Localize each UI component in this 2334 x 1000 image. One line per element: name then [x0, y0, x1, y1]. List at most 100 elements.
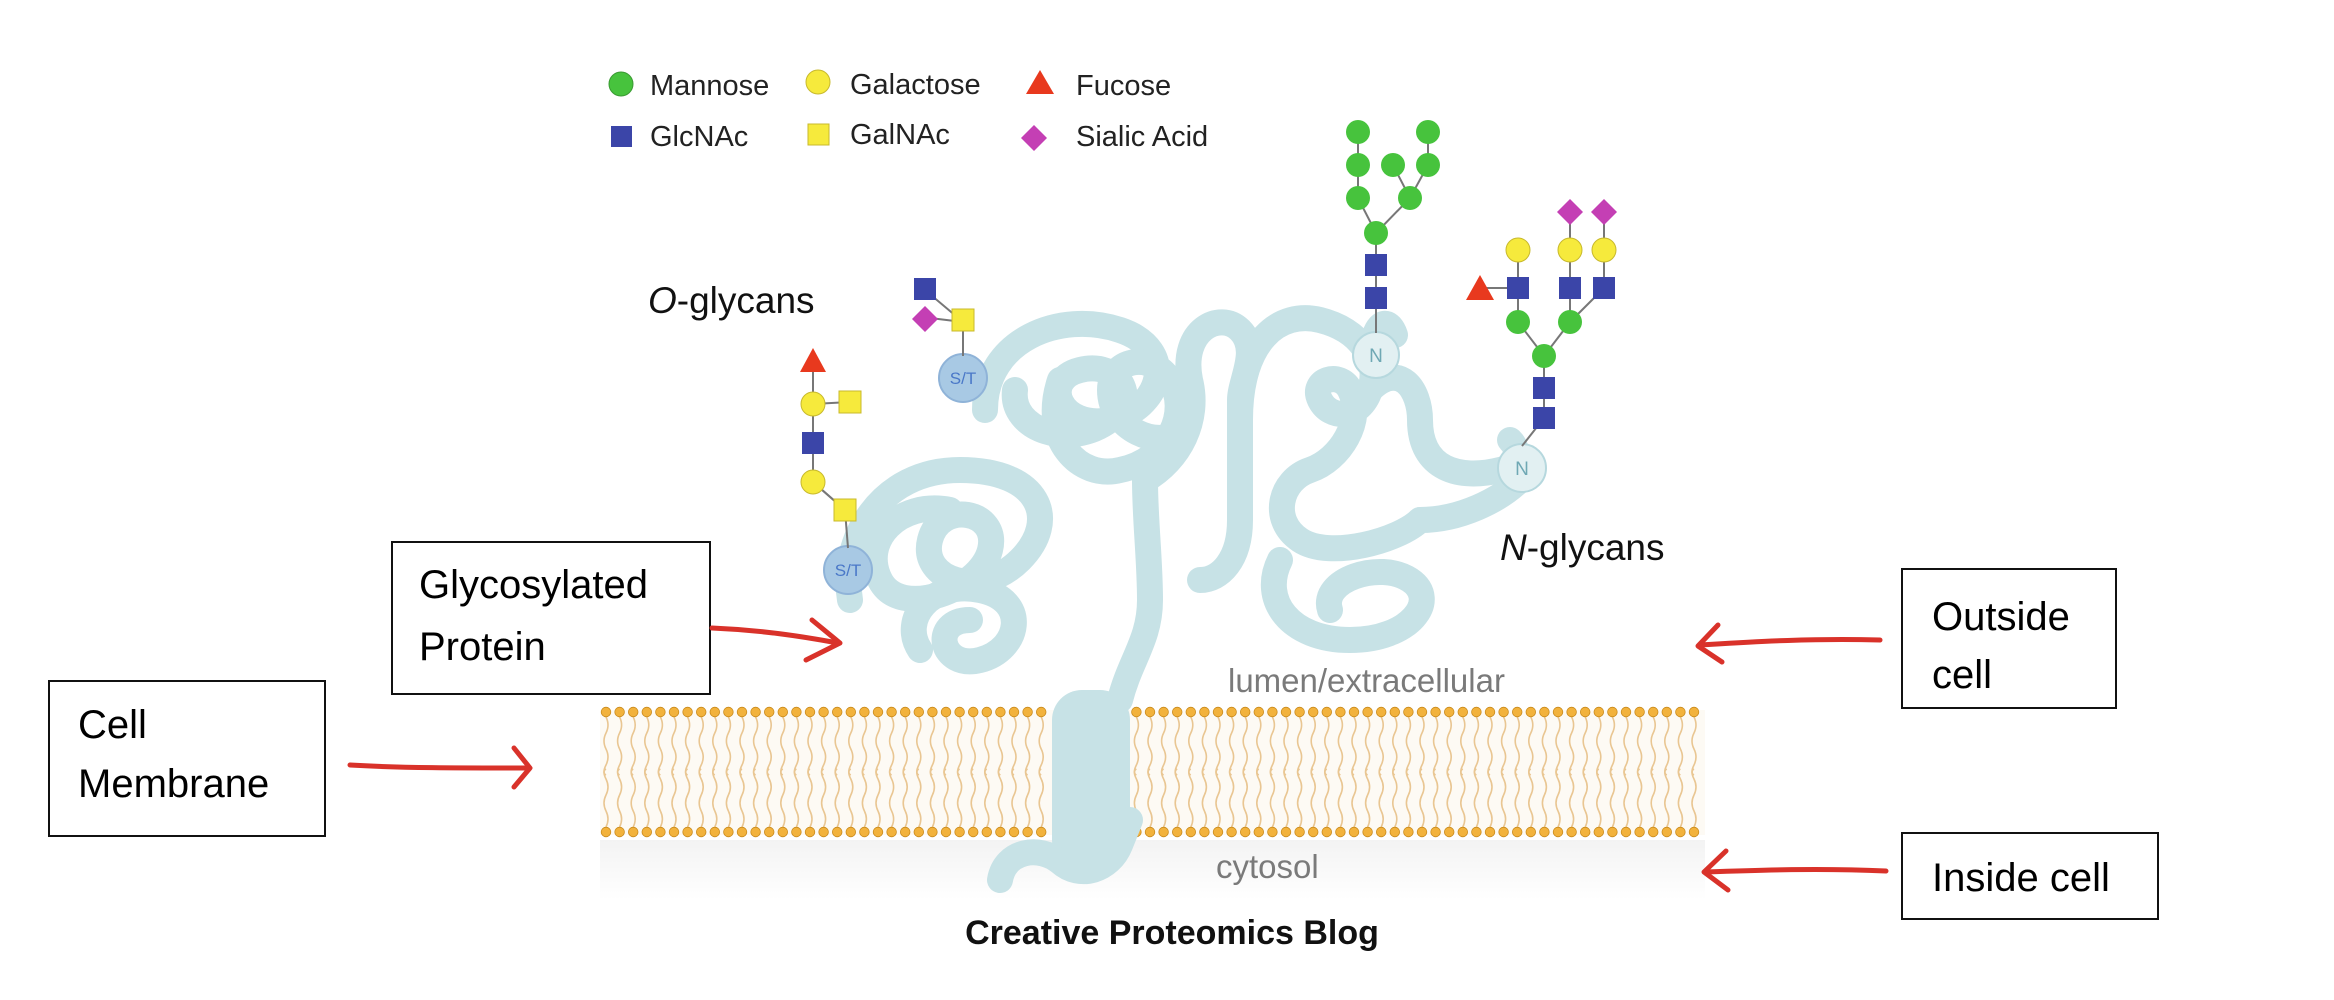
lipid-head	[696, 706, 707, 718]
lipid-tail	[1351, 768, 1357, 828]
lipid-head	[1457, 706, 1469, 718]
lipid-head	[1321, 826, 1333, 838]
mannose-symbol-icon	[1381, 153, 1405, 177]
lipid-tail	[1269, 716, 1276, 776]
lipid-head	[600, 826, 612, 838]
lipid-head	[614, 826, 625, 838]
lipid-tail	[929, 716, 936, 776]
legend-label-sialic-acid: Sialic Acid	[1076, 121, 1208, 153]
legend-label-galactose: Galactose	[850, 69, 981, 101]
lipid-head	[1280, 826, 1292, 838]
lipid-tail	[1242, 768, 1248, 828]
galnac-symbol-icon	[807, 123, 830, 146]
lipid-tail	[698, 716, 704, 776]
outside-cell-frame	[1901, 568, 2117, 709]
lipid-tail	[1555, 768, 1561, 828]
lipid-head	[832, 826, 843, 838]
lipid-tail	[657, 716, 664, 776]
lipid-head	[1443, 826, 1455, 838]
lipid-tail	[1337, 768, 1344, 828]
lipid-head	[1484, 706, 1496, 718]
lipid-head	[1348, 706, 1360, 718]
lipid-tail	[1337, 716, 1344, 776]
lipid-head	[886, 826, 897, 838]
legend-item-fucose: Fucose	[1026, 70, 1171, 102]
lipid-tail	[1582, 768, 1588, 828]
lipid-head	[791, 826, 802, 838]
lipid-tail	[1405, 768, 1412, 828]
lipid-head	[1675, 826, 1686, 838]
lipid-head	[736, 706, 748, 718]
sialic-acid-symbol-icon	[1591, 199, 1617, 225]
protein-coil-top-connector	[1132, 309, 1262, 593]
inside-cell-line-1: Inside cell	[1932, 856, 2110, 900]
mannose-symbol-icon	[1416, 120, 1440, 144]
mannose-symbol-icon	[1346, 153, 1370, 177]
lipid-head	[845, 706, 857, 718]
lipid-tail	[1283, 768, 1289, 828]
legend-item-mannose: Mannose	[608, 70, 769, 102]
lipid-tail	[1283, 716, 1289, 776]
lipid-head	[900, 706, 911, 718]
lipid-tail	[671, 716, 677, 776]
lipid-tail	[793, 768, 800, 828]
mannose-symbol-icon	[608, 71, 634, 97]
lipid-head	[1008, 706, 1020, 718]
lipid-tail	[793, 716, 800, 776]
lipid-tails	[603, 716, 1697, 828]
lipid-head	[1171, 706, 1183, 718]
lipid-tail	[1024, 768, 1031, 828]
legend-item-galnac: GalNAc	[807, 119, 950, 151]
lipid-head	[913, 706, 925, 718]
lipid-head	[655, 706, 666, 718]
o-glycan-chain-1	[800, 348, 862, 549]
lipid-head	[641, 706, 653, 718]
lipid-tail	[834, 716, 840, 776]
lipid-head	[682, 706, 693, 718]
lipid-tail	[712, 716, 718, 776]
legend-item-sialic-acid: Sialic Acid	[1021, 121, 1208, 153]
lipid-head	[1158, 826, 1169, 838]
annotation-arrows	[347, 617, 1889, 893]
outside-cell-line-1: Outside	[1932, 595, 2070, 639]
lipid-tail	[1160, 768, 1167, 828]
lipid-bilayer	[600, 706, 1705, 838]
n-glycan-chain-1	[1346, 120, 1440, 333]
lipid-tail	[739, 768, 745, 828]
lipid-tail	[698, 768, 704, 828]
lipid-head	[872, 706, 884, 718]
lipid-tail	[1691, 768, 1697, 828]
protein-coil-to-n-site	[1357, 364, 1530, 487]
lipid-tail	[1310, 716, 1316, 776]
lipid-head	[1484, 826, 1496, 838]
lipid-head	[641, 826, 653, 838]
lipid-head	[1199, 826, 1210, 838]
lipid-head	[1171, 826, 1183, 838]
lipid-tail	[1364, 768, 1371, 828]
lipid-tail	[807, 716, 813, 776]
arrow-to-protein-icon	[709, 617, 843, 663]
lipid-tail	[956, 716, 963, 776]
lipid-tail	[1555, 716, 1561, 776]
lipid-tail	[766, 768, 772, 828]
lipid-tail	[1432, 768, 1439, 828]
lipid-head	[1348, 826, 1360, 838]
lipid-tail	[1310, 768, 1316, 828]
lipid-head	[1131, 706, 1142, 718]
fucose-symbol-icon	[1026, 70, 1054, 94]
lipid-tail	[1541, 768, 1548, 828]
lipid-head	[1498, 706, 1509, 718]
legend: Mannose Galactose Fucose GlcNAc GalNAc S…	[608, 69, 1208, 153]
lipid-tail	[820, 768, 827, 828]
cytosol-region	[600, 840, 1705, 900]
legend-label-fucose: Fucose	[1076, 70, 1171, 102]
lipid-head	[1389, 826, 1401, 838]
lipid-head	[859, 706, 870, 718]
lipid-head	[1416, 706, 1428, 718]
cell-membrane-line-2: Membrane	[78, 762, 269, 806]
mannose-symbol-icon	[1532, 344, 1556, 368]
lipid-tail	[1256, 768, 1262, 828]
lipid-tail	[834, 768, 840, 828]
lipid-head	[995, 826, 1006, 838]
lipid-tail	[984, 768, 990, 828]
